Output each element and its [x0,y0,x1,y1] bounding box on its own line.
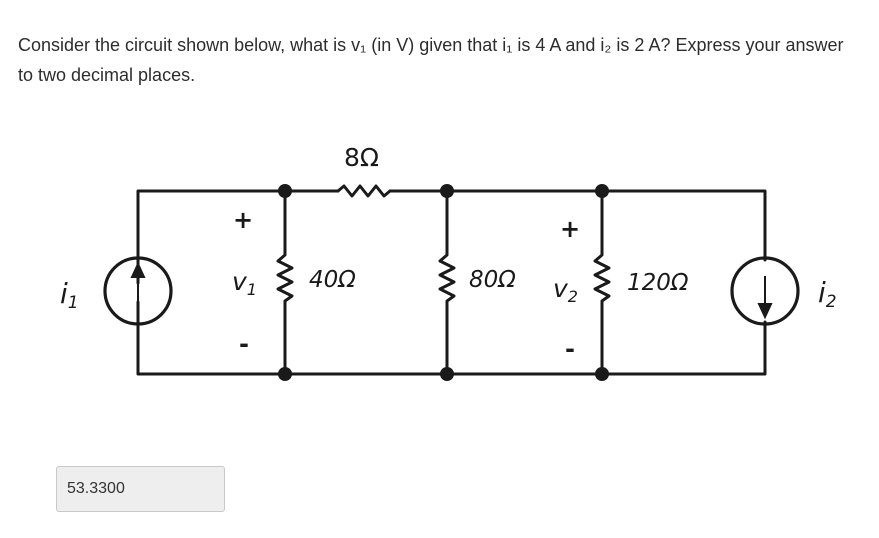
label-v1: v1 [232,267,257,299]
wire-bottom-left [136,300,287,376]
label-i2: i2 [818,276,837,312]
label-resistor-80: 80Ω [469,267,516,293]
arrow-up-icon [130,261,146,278]
label-resistor-40: 40Ω [309,267,356,293]
node-bottom-1 [278,367,292,381]
resistor-120-branch [593,189,611,376]
current-source-2 [730,256,800,326]
arrow-down-icon [757,303,773,320]
answer-input[interactable]: 53.3300 [56,466,225,512]
label-v2: v2 [553,274,578,306]
node-top-1 [278,184,292,198]
label-v2-minus: - [565,335,575,363]
wire-top-right [388,189,767,262]
current-source-1 [103,256,173,326]
wire-bottom-right [283,320,767,376]
label-resistor-8: 8Ω [344,143,379,172]
wire-top-left [136,189,287,285]
resistor-40-branch [276,189,294,376]
label-v2-plus: + [560,215,580,243]
label-v1-minus: - [239,330,249,358]
node-top-2 [440,184,454,198]
question-text: Consider the circuit shown below, what i… [18,35,844,85]
label-i1: i1 [60,277,79,313]
node-bottom-2 [440,367,454,381]
label-resistor-120: 120Ω [627,270,689,296]
node-top-3 [595,184,609,198]
label-v1-plus: + [233,206,253,234]
resistor-8-zigzag [336,184,392,198]
node-bottom-3 [595,367,609,381]
resistor-80-branch [438,189,456,376]
